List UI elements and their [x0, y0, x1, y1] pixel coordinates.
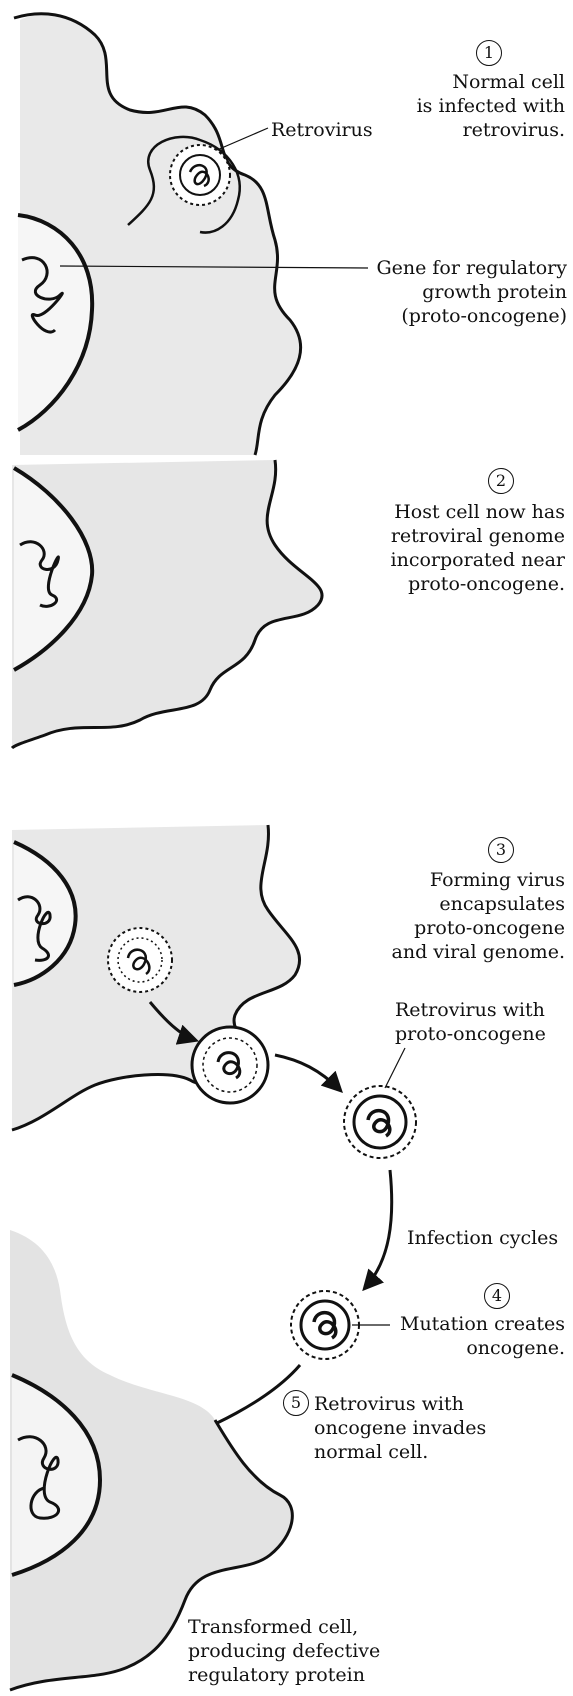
step-3-text: Forming virus encapsulates proto-oncogen… [345, 868, 565, 964]
step-4-number: 4 [484, 1283, 510, 1309]
step-1-text: Normal cell is infected with retrovirus. [365, 70, 565, 142]
panel-1-normal-cell [14, 14, 368, 455]
retrovirus-with-proto-oncogene-label: Retrovirus with proto-oncogene [395, 998, 546, 1046]
infection-cycles-label: Infection cycles [407, 1226, 558, 1250]
panel-2-host-cell [12, 460, 322, 748]
panel-3-forming-virus [108, 928, 172, 992]
step-2-number: 2 [488, 468, 514, 494]
proto-virus-leader-line [385, 1048, 405, 1088]
mutation-creates-oncogene-label: Mutation creates oncogene. [365, 1312, 565, 1360]
step-3-number: 3 [488, 837, 514, 863]
transformed-cell-label: Transformed cell, producing defective re… [188, 1615, 380, 1687]
retrovirus-leader-line [217, 128, 268, 150]
arrow-infection-cycles [365, 1170, 392, 1288]
step-5-number: 5 [283, 1390, 309, 1416]
panel-1-retrovirus [170, 145, 230, 205]
step-5-text: Retrovirus with oncogene invades normal … [314, 1392, 486, 1464]
retrovirus-with-proto-oncogene [344, 1086, 416, 1158]
arrow-budding-to-released [275, 1055, 340, 1090]
gene-for-regulatory-label: Gene for regulatory growth protein (prot… [347, 256, 567, 328]
mutated-retrovirus-oncogene [291, 1291, 359, 1359]
step-1-number: 1 [476, 40, 502, 66]
panel-3-budding-virus [192, 1027, 268, 1103]
retrovirus-label: Retrovirus [271, 118, 373, 142]
step-2-text: Host cell now has retroviral genome inco… [345, 500, 565, 596]
